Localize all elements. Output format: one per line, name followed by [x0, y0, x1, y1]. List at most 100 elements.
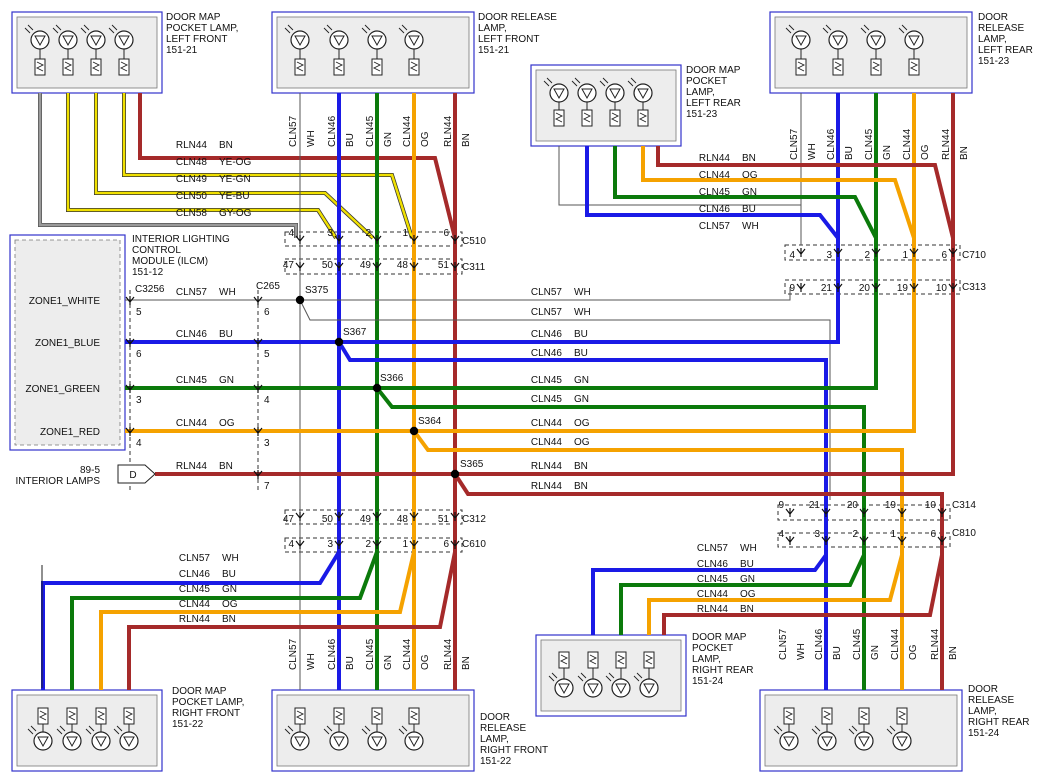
- c710-pin-0: 4: [789, 250, 795, 261]
- rr-release-lamp-resistor-icon-0-zig: [784, 710, 794, 721]
- connector-c311-outline: [284, 258, 463, 275]
- rr-pocket-title-line-4: 151-24: [692, 676, 724, 687]
- lr-pocket-lamp-lamp-icon-2-diode: [609, 88, 621, 100]
- lr-release-lamp-lamp-icon-1: [828, 30, 848, 50]
- c710-pin-3: 1: [902, 250, 908, 261]
- lr-pocket-lamp-lamp-icon-3: [633, 83, 653, 103]
- lamps-rln44-code: RLN44: [176, 461, 208, 472]
- rr-pocket-lamp-lamp-icon-2: [611, 678, 631, 698]
- mid-cln44-a-color: OG: [574, 418, 590, 429]
- rf-release-title-line-0: DOOR: [480, 712, 510, 723]
- rf-pocket-title-line-1: POCKET LAMP,: [172, 697, 244, 708]
- rr-pocket-cln57-color: WH: [740, 543, 757, 554]
- lr-pocket-title-line-0: DOOR MAP: [686, 65, 741, 76]
- ilcm-title-line-1: CONTROL: [132, 245, 181, 256]
- wire-cln48: [122, 93, 414, 239]
- lf-pocket-cln49-color: YE-GN: [219, 174, 251, 185]
- mid-cln45-b-code: CLN45: [531, 394, 563, 405]
- c313-pin-1: 21: [821, 283, 833, 294]
- wire-rln44-to-c313: [455, 290, 955, 476]
- lr-pocket-lamp-resistor-icon-3-zig: [638, 112, 648, 123]
- wire-rln44-rr: [453, 472, 944, 690]
- rr-release-title-line-1: RELEASE: [968, 695, 1014, 706]
- lr-release-lamp-lamp-icon-3: [904, 30, 924, 50]
- wire-cln57-to-c313: [300, 287, 791, 301]
- lf-release-lamp-lamp-icon-0-diode: [294, 35, 306, 47]
- rr-release-lamp-lamp-icon-3-rays: [886, 725, 896, 735]
- rr-release-lamp-resistor-icon-2-zig: [859, 710, 869, 721]
- lf-release-lamp-lamp-icon-0-rays: [284, 24, 294, 34]
- interior-lamps-ref: 89-5: [80, 465, 100, 476]
- c314-pin-3: 19: [885, 500, 897, 511]
- lf-pocket-rln44-color: BN: [219, 140, 233, 151]
- rr-pocket-lamp-resistor-icon-2-zig: [616, 654, 626, 665]
- rr-pocket-lamp-lamp-icon-1: [583, 678, 603, 698]
- splice-label-0: S375: [305, 285, 329, 296]
- rf-release-vlabel-color-4: BN: [461, 656, 472, 670]
- rr-pocket-cln45-color: GN: [740, 574, 755, 585]
- lf-pocket-lamp-resistor-icon-2-zig: [91, 61, 101, 72]
- lr-release-vlabel-color-3: OG: [920, 144, 931, 160]
- wire-cln45-rr: [375, 386, 866, 690]
- connector-label-3: C311: [462, 262, 486, 273]
- lf-release-lamp-lamp-icon-2-diode: [371, 35, 383, 47]
- lr-pocket-lamp-lamp-icon-0: [549, 83, 569, 103]
- wire-rln44-lf-pocket: [138, 93, 457, 239]
- c810-pin-3: 1: [890, 529, 896, 540]
- rr-release-vlabel-code-2: CLN45: [852, 628, 863, 660]
- lr-pocket-lamp-lamp-icon-2: [605, 83, 625, 103]
- rr-release-vlabel-code-1: CLN46: [814, 628, 825, 660]
- lr-pocket-lamp-resistor-icon-0-zig: [554, 112, 564, 123]
- lf-release-title-line-3: 151-21: [478, 45, 510, 56]
- lf-pocket-cln49-code: CLN49: [176, 174, 208, 185]
- lr-release-title-line-4: 151-23: [978, 56, 1010, 67]
- mid-cln45-b-color: GN: [574, 394, 589, 405]
- rr-release-lamp-lamp-icon-2-rays: [848, 725, 858, 735]
- lr-pocket-title-line-4: 151-23: [686, 109, 718, 120]
- rf-pocket-lamp-lamp-icon-2-rays: [85, 725, 95, 735]
- lf-pocket-lamp-lamp-icon-0-diode: [34, 35, 46, 47]
- connector-label-7: C313: [962, 282, 986, 293]
- rr-pocket-title-line-1: POCKET: [692, 643, 733, 654]
- rf-release-vlabel-color-1: BU: [345, 656, 356, 670]
- mid-rln44-b-color: BN: [574, 481, 588, 492]
- rf-pocket-lamp-lamp-icon-3-diode: [123, 736, 135, 748]
- rr-pocket-lamp-lamp-icon-0: [554, 678, 574, 698]
- c311-pin-1: 50: [322, 260, 334, 271]
- lr-pocket-lamp-lamp-icon-0-diode: [553, 88, 565, 100]
- rf-pocket-lamp-lamp-icon-0-diode: [37, 736, 49, 748]
- rf-pocket-lamp-lamp-icon-2: [91, 731, 111, 751]
- lr-pocket-cln45-code: CLN45: [699, 187, 731, 198]
- rr-pocket-lamp-lamp-icon-0-rays: [548, 672, 558, 682]
- lr-pocket-lamp-resistor-icon-2-zig: [610, 112, 620, 123]
- rr-pocket-title-line-3: RIGHT REAR: [692, 665, 754, 676]
- rf-release-lamp-resistor-icon-2-zig: [372, 710, 382, 721]
- lf-pocket-lamp-lamp-icon-0: [30, 30, 50, 50]
- rf-pocket-lamp-lamp-icon-1: [62, 731, 82, 751]
- rf-pocket-lamp-lamp-icon-0-rays: [27, 725, 37, 735]
- wire-cln58: [38, 93, 298, 238]
- rr-pocket-lamp-lamp-icon-0-diode: [558, 683, 570, 695]
- splice-s375: [295, 295, 305, 305]
- lf-release-vlabel-color-0: WH: [306, 130, 317, 147]
- rr-pocket-lamp-lamp-icon-1-diode: [587, 683, 599, 695]
- wire-cln44-rr-pocket: [647, 554, 904, 635]
- interior-lamps-label: INTERIOR LAMPS: [16, 476, 101, 487]
- connector-label-5: C610: [462, 539, 486, 550]
- connector-label-4: C312: [462, 514, 486, 525]
- lf-pocket-lamp-lamp-icon-0-rays: [24, 24, 34, 34]
- rf-release-lamp-lamp-icon-3-rays: [398, 725, 408, 735]
- lf-release-vlabel-color-1: BU: [345, 133, 356, 147]
- rf-pocket-lamp-lamp-icon-1-diode: [66, 736, 78, 748]
- rr-release-lamp-lamp-icon-3: [892, 731, 912, 751]
- ilcm-pin-number-3: 4: [136, 438, 142, 449]
- ilcm-cln57-code: CLN57: [176, 287, 208, 298]
- lf-release-vlabel-code-4: RLN44: [443, 115, 454, 147]
- rr-release-title-line-4: 151-24: [968, 728, 1000, 739]
- wire-cln44-rf-pocket: [99, 551, 416, 690]
- wire-cln45-rr-pocket: [619, 554, 866, 635]
- lf-release-lamp-resistor-icon-3-zig: [409, 61, 419, 72]
- rf-release-vlabel-code-4: RLN44: [443, 638, 454, 670]
- rf-release-lamp-lamp-icon-1-rays: [323, 725, 333, 735]
- ilcm-cln46-code: CLN46: [176, 329, 208, 340]
